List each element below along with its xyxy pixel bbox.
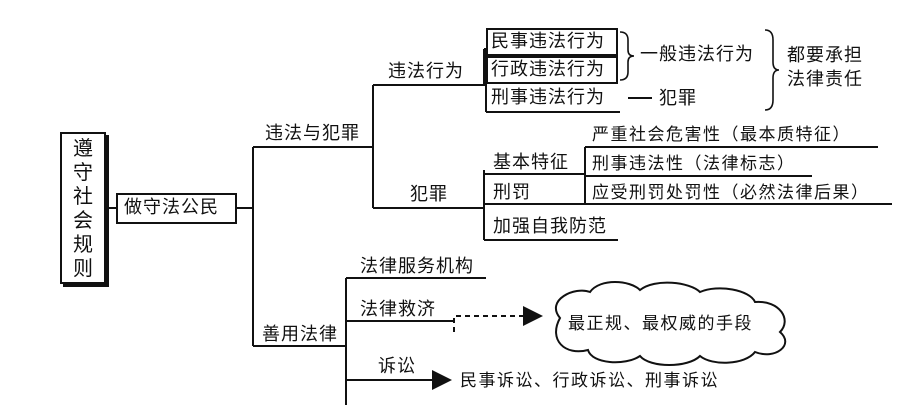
level1-node-box (116, 193, 237, 224)
prevention-label: 加强自我防范 (493, 216, 607, 237)
litigation-label: 诉讼 (378, 356, 416, 377)
legal-services-label: 法律服务机构 (360, 256, 474, 277)
liability-label-line2: 法律责任 (787, 69, 863, 90)
cloud-note-label: 最正规、最权威的手段 (568, 314, 753, 334)
penalty-label: 刑罚 (493, 182, 531, 203)
violation-label: 违法行为 (388, 61, 464, 82)
basic-features-label: 基本特征 (493, 152, 569, 173)
feature-3-label: 应受刑罚处罚性（必然法律后果） (592, 183, 870, 203)
root-char: 社 (73, 184, 93, 208)
liability-label-line1: 都要承担 (787, 45, 863, 66)
root-char: 则 (73, 256, 93, 280)
legal-aid-label: 法律救济 (360, 299, 436, 320)
civil-violation-box (486, 28, 618, 56)
branch-use-law-label: 善用法律 (262, 324, 338, 345)
general-violation-label: 一般违法行为 (640, 44, 754, 65)
root-node: 遵 守 社 会 规 则 (60, 132, 106, 284)
root-char: 守 (73, 160, 93, 184)
administrative-violation-box (486, 56, 618, 84)
civil-violation-label: 民事违法行为 (491, 31, 605, 52)
administrative-violation-label: 行政违法行为 (491, 59, 605, 80)
root-char: 会 (73, 208, 93, 232)
root-char: 规 (73, 232, 93, 256)
branch-violation-crime-label: 违法与犯罪 (265, 123, 360, 144)
brace-shapes (619, 29, 780, 111)
crime-result-label: 犯罪 (659, 88, 697, 109)
root-char: 遵 (73, 136, 93, 160)
feature-2-label: 刑事违法性（法律标志） (592, 154, 796, 174)
level1-node-label: 做守法公民 (124, 197, 219, 218)
crime-label: 犯罪 (410, 184, 448, 205)
criminal-violation-label: 刑事违法行为 (491, 87, 605, 108)
feature-1-label: 严重社会危害性（最本质特征） (592, 125, 851, 145)
litigation-types-label: 民事诉讼、行政诉讼、刑事诉讼 (460, 371, 719, 391)
cloud-shape (555, 281, 787, 366)
